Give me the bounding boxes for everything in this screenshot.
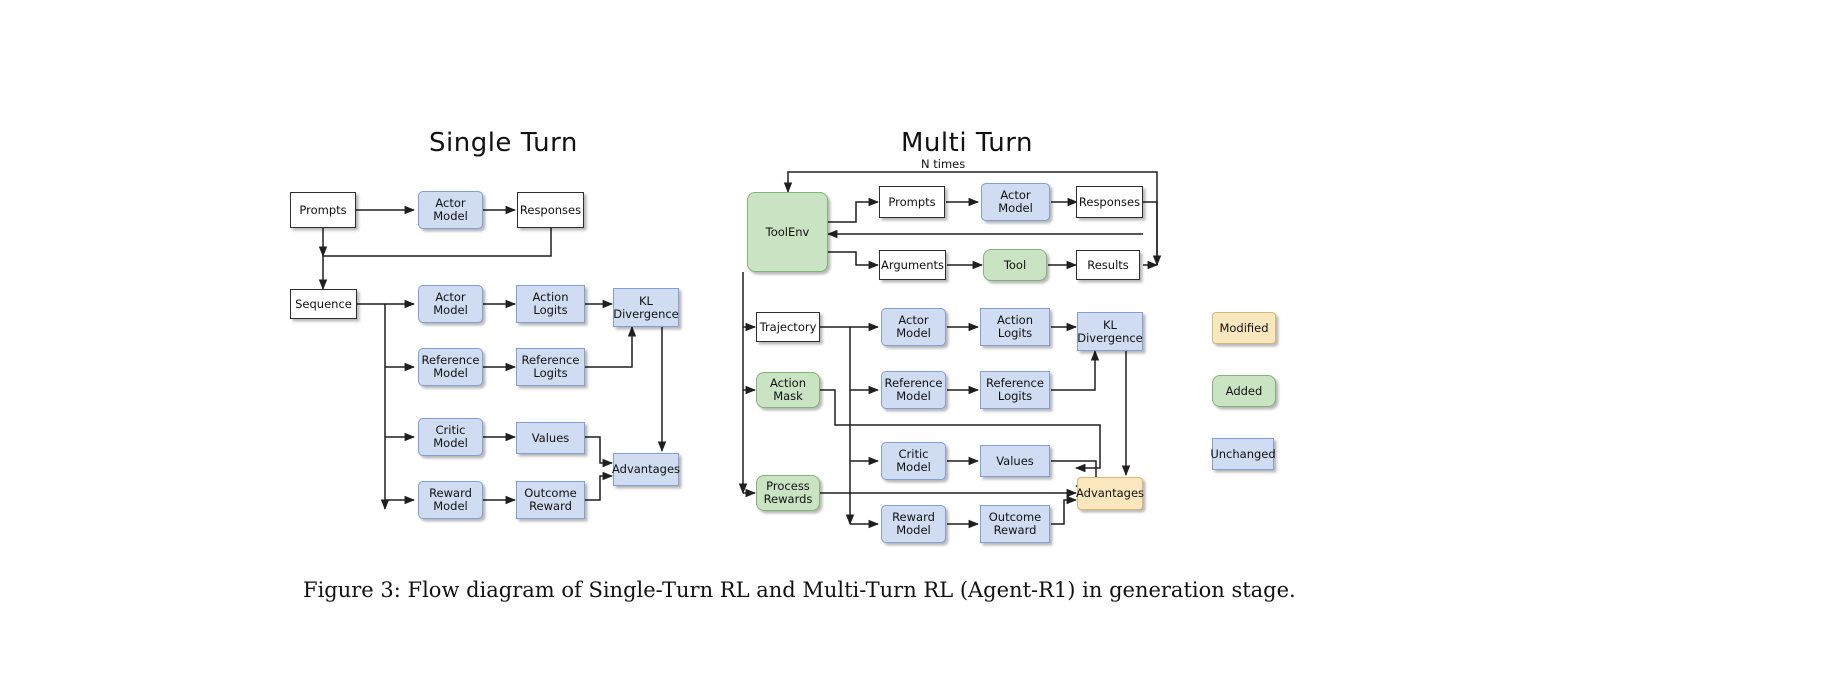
legend-item-modified: Modified (1212, 312, 1276, 344)
node-toolenv[interactable]: ToolEnv (747, 192, 828, 272)
node-arguments[interactable]: Arguments (879, 250, 946, 280)
node-results[interactable]: Results (1076, 250, 1140, 280)
panel-title-multi-turn: Multi Turn (901, 128, 1033, 158)
node-mt-prompts[interactable]: Prompts (879, 186, 945, 218)
node-values[interactable]: Values (516, 422, 585, 454)
node-sequence[interactable]: Sequence (290, 289, 357, 319)
legend-item-added: Added (1212, 375, 1276, 407)
node-mt-responses[interactable]: Responses (1076, 186, 1143, 218)
node-responses[interactable]: Responses (517, 192, 584, 228)
node-trajectory[interactable]: Trajectory (756, 312, 820, 342)
node-advantages[interactable]: Advantages (612, 453, 680, 486)
loop-label-n-times: N times (921, 157, 966, 171)
panel-title-single-turn: Single Turn (429, 128, 578, 158)
node-tool[interactable]: Tool (983, 249, 1047, 281)
node-prompts[interactable]: Prompts (290, 192, 356, 228)
node-mt-advantages[interactable]: Advantages (1076, 477, 1144, 510)
figure-caption: Figure 3: Flow diagram of Single-Turn RL… (303, 578, 1296, 602)
node-mt-values[interactable]: Values (980, 445, 1050, 477)
legend-item-unchanged: Unchanged (1210, 438, 1276, 470)
